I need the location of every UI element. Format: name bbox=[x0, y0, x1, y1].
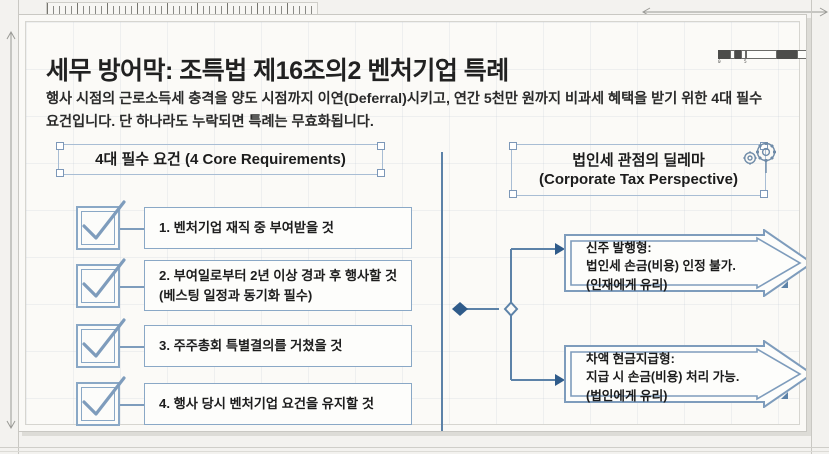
selection-handle[interactable] bbox=[509, 142, 517, 150]
connector-stub bbox=[120, 404, 144, 406]
slide-page: 세무 방어막: 조특법 제16조의2 벤처기업 특례 행사 시점의 근로소득세 … bbox=[18, 14, 807, 432]
branch-1-line2: 법인세 손금(비용) 인정 불가. bbox=[586, 259, 736, 274]
right-panel-heading-label: 법인세 관점의 딜레마 (Corporate Tax Perspective) bbox=[539, 151, 738, 190]
requirement-label: 3. 주주총회 특별결의를 거쳤을 것 bbox=[159, 338, 343, 354]
arrow-shape-outer bbox=[564, 340, 806, 408]
checkbox-box[interactable] bbox=[76, 264, 120, 308]
connector-stub bbox=[120, 228, 144, 230]
branch-box-1-text: 신주 발행형: 법인세 손금(비용) 인정 불가. (인재에게 유리) bbox=[586, 239, 736, 294]
scale-widget: 0 5 100 bbox=[718, 50, 806, 65]
selection-handle[interactable] bbox=[377, 142, 385, 150]
branch-2-line3: (법인에게 유리) bbox=[586, 388, 668, 403]
selection-handle[interactable] bbox=[509, 190, 517, 198]
requirement-label: 1. 벤처기업 재직 중 부여받을 것 bbox=[159, 220, 334, 236]
arrow-head-icon bbox=[555, 243, 565, 255]
requirement-box[interactable]: 4. 행사 당시 벤처기업 요건을 유지할 것 bbox=[144, 383, 412, 425]
right-heading-line2: (Corporate Tax Perspective) bbox=[539, 171, 738, 188]
selection-handle[interactable] bbox=[760, 190, 768, 198]
requirement-label: 4. 행사 당시 벤처기업 요건을 유지할 것 bbox=[159, 396, 374, 412]
connector-stub bbox=[120, 286, 144, 288]
arrow-shape-outer bbox=[564, 229, 806, 297]
chrome-footer-rule bbox=[0, 447, 829, 448]
right-heading-line1: 법인세 관점의 딜레마 bbox=[572, 151, 705, 169]
branch-connector bbox=[452, 243, 565, 386]
left-panel-heading-label: 4대 필수 요건 (4 Core Requirements) bbox=[95, 150, 346, 168]
page-title: 세무 방어막: 조특법 제16조의2 벤처기업 특례 bbox=[46, 56, 509, 85]
branch-box-2[interactable]: 차액 현금지급형: 지급 시 손금(비용) 처리 가능. (법인에게 유리) bbox=[564, 340, 806, 408]
branch-box-1[interactable]: 신주 발행형: 법인세 손금(비용) 인정 불가. (인재에게 유리) bbox=[564, 229, 806, 297]
branch-2-title: 차액 현금지급형: bbox=[586, 352, 675, 366]
scale-label-0: 0 bbox=[718, 60, 721, 65]
selection-handle[interactable] bbox=[56, 142, 64, 150]
checkbox-box[interactable] bbox=[76, 324, 120, 368]
checkbox-box[interactable] bbox=[76, 382, 120, 426]
dimension-arrow-vertical-icon bbox=[6, 30, 16, 430]
resize-grip-icon[interactable] bbox=[781, 281, 788, 288]
checkbox-box[interactable] bbox=[76, 206, 120, 250]
branch-1-line3: (인재에게 유리) bbox=[586, 277, 668, 292]
decision-diamond-icon bbox=[503, 301, 519, 317]
scale-label-5: 5 bbox=[744, 60, 747, 65]
selection-handle[interactable] bbox=[56, 169, 64, 177]
ruler-major-ticks bbox=[47, 3, 317, 17]
arrow-head-icon bbox=[555, 374, 565, 386]
resize-grip-icon[interactable] bbox=[781, 392, 788, 399]
start-node-icon bbox=[452, 302, 468, 316]
selection-handle[interactable] bbox=[377, 169, 385, 177]
requirement-label: 2. 부여일로부터 2년 이상 경과 후 행사할 것 (베스팅 일정과 동기화 … bbox=[159, 268, 398, 303]
left-panel-heading[interactable]: 4대 필수 요건 (4 Core Requirements) bbox=[56, 142, 385, 177]
branch-box-2-text: 차액 현금지급형: 지급 시 손금(비용) 처리 가능. (법인에게 유리) bbox=[586, 350, 739, 405]
branch-1-title: 신주 발행형: bbox=[586, 241, 652, 255]
requirement-box[interactable]: 1. 벤처기업 재직 중 부여받을 것 bbox=[144, 207, 412, 249]
gear-icon bbox=[743, 142, 776, 173]
column-divider bbox=[441, 152, 443, 431]
slide-content-area: 세무 방어막: 조특법 제16조의2 벤처기업 특례 행사 시점의 근로소득세 … bbox=[25, 21, 806, 431]
requirement-box[interactable]: 3. 주주총회 특별결의를 거쳤을 것 bbox=[144, 325, 412, 367]
chrome-footer-rule-2 bbox=[0, 451, 829, 452]
branch-2-line2: 지급 시 손금(비용) 처리 가능. bbox=[586, 370, 740, 385]
connector-stub bbox=[120, 346, 144, 348]
chrome-rule-right bbox=[811, 0, 812, 454]
page-subtitle: 행사 시점의 근로소득세 충격을 양도 시점까지 이연(Deferral)시키고… bbox=[46, 91, 763, 131]
right-panel-heading[interactable]: 법인세 관점의 딜레마 (Corporate Tax Perspective) bbox=[509, 142, 768, 198]
requirement-box[interactable]: 2. 부여일로부터 2년 이상 경과 후 행사할 것 (베스팅 일정과 동기화 … bbox=[144, 260, 412, 311]
